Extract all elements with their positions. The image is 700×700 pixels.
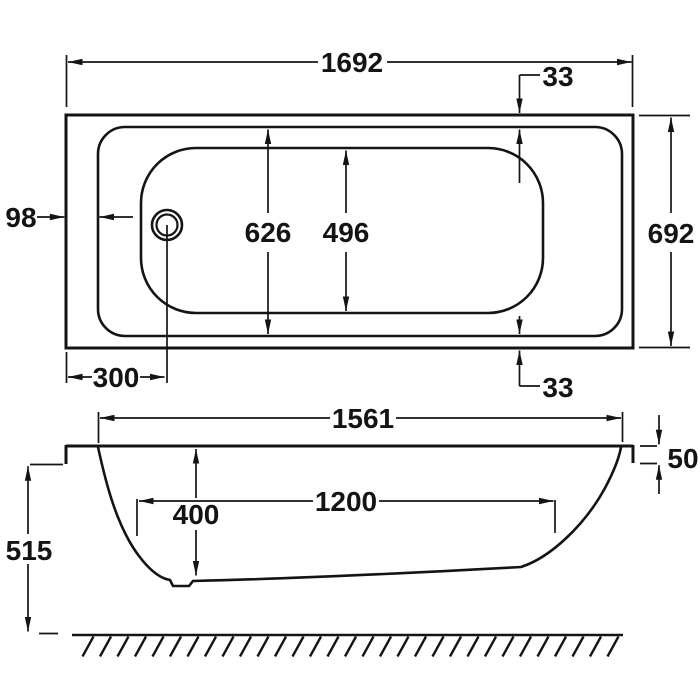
dim-label-deck-edge-top: 33 xyxy=(542,61,573,92)
dim-deck-edge-bottom: 33 xyxy=(516,316,574,403)
dim-deck-edge-top: 33 xyxy=(516,61,574,183)
dim-label-deck-edge-left: 98 xyxy=(5,202,36,233)
dim-label-basin-floor-width: 496 xyxy=(323,217,370,248)
dim-rim-opening-width: 626 xyxy=(245,129,292,334)
dim-flat-base-length: 1200 xyxy=(136,486,556,536)
tub-outer-edge-plan xyxy=(64,113,635,350)
basin-outline-plan xyxy=(139,146,545,315)
dim-label-internal-depth: 400 xyxy=(173,499,220,530)
dim-label-flat-base-length: 1200 xyxy=(315,486,377,517)
dim-label-rim-edge-height: 50 xyxy=(667,443,698,474)
dim-drain-centre: 300 xyxy=(65,352,165,393)
tub-shell-profile xyxy=(96,446,623,588)
dim-basin-floor-width: 496 xyxy=(323,150,370,311)
dim-internal-depth: 400 xyxy=(173,449,220,576)
dim-label-drain-centre: 300 xyxy=(93,362,140,393)
dim-underside-height: 515 xyxy=(6,463,63,635)
dim-overall-width: 692 xyxy=(639,114,695,349)
dim-label-overall-length: 1692 xyxy=(321,47,383,78)
dim-label-deck-edge-bottom: 33 xyxy=(542,372,573,403)
floor-hatching xyxy=(78,636,623,657)
dim-label-rim-opening-width: 626 xyxy=(245,217,292,248)
dim-overall-length: 1692 xyxy=(65,47,634,107)
side-view xyxy=(64,444,635,657)
dim-shell-top-length: 1561 xyxy=(97,403,624,443)
dim-label-shell-top-length: 1561 xyxy=(332,403,394,434)
plan-dimensions: 1692 692 98 33 626 xyxy=(5,47,694,403)
dim-label-underside-height: 515 xyxy=(6,535,53,566)
tub-rim-outline-plan xyxy=(96,125,624,338)
dim-label-overall-width: 692 xyxy=(648,218,695,249)
plan-view xyxy=(64,113,635,383)
dim-rim-edge-height: 50 xyxy=(640,415,699,494)
dim-deck-edge-left: 98 xyxy=(5,202,133,233)
side-dimensions: 1561 50 1200 400 5 xyxy=(6,403,699,635)
